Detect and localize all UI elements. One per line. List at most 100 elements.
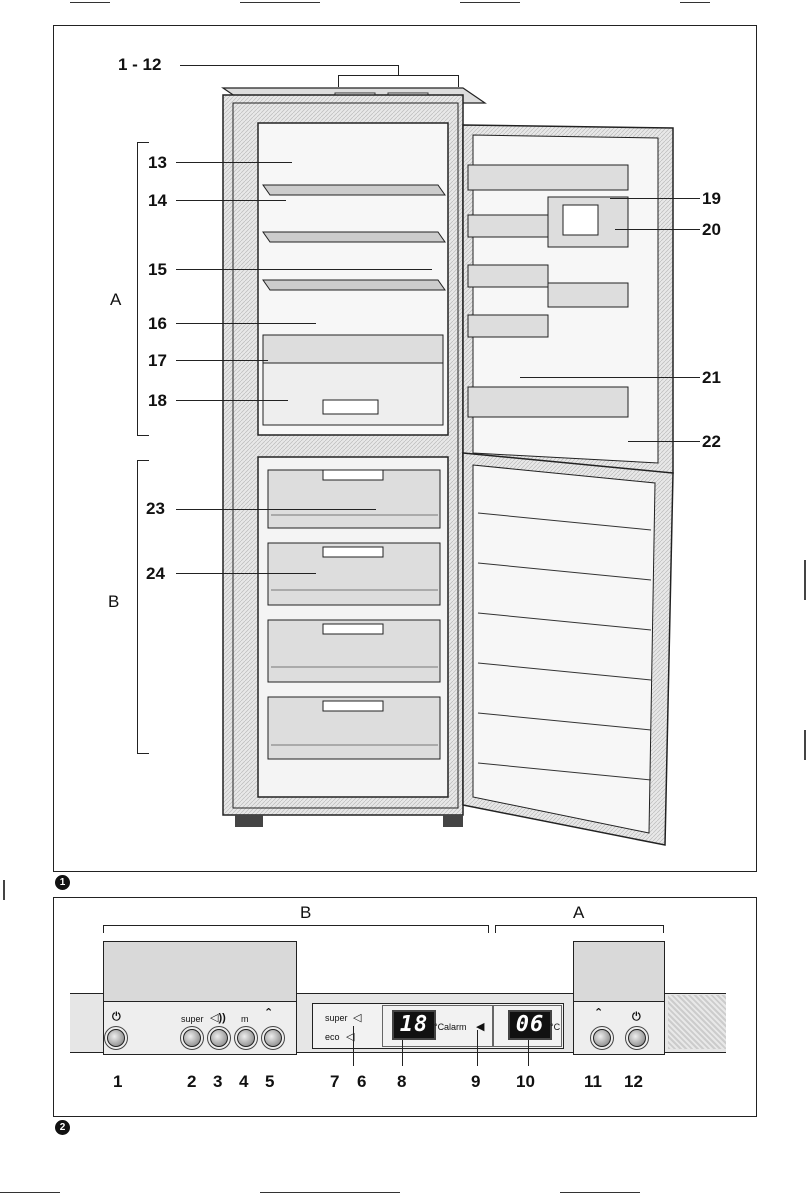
power-icon: ⏻	[112, 1011, 121, 1024]
scan-artifact-line	[240, 2, 320, 3]
bracket-b-panel	[103, 925, 488, 926]
bracket-b	[137, 460, 138, 753]
scan-artifact-line	[460, 2, 520, 3]
fridge-temperature-display: 06	[508, 1010, 552, 1040]
bracket-tick	[663, 925, 664, 933]
panel-number-3: 3	[213, 1073, 222, 1090]
right-button-block	[573, 1001, 665, 1055]
leader-line	[176, 573, 316, 574]
leader-line	[176, 323, 316, 324]
super-button-label: super	[181, 1014, 204, 1024]
right-label-flap	[573, 941, 665, 1003]
panel-number-12: 12	[624, 1073, 643, 1090]
panel-group-a-label: A	[573, 903, 584, 923]
leader-line	[176, 400, 288, 401]
callout-18: 18	[148, 392, 167, 409]
callout-20: 20	[702, 221, 721, 238]
freezer-temperature-button[interactable]	[264, 1029, 282, 1047]
fridge-illustration	[53, 25, 755, 870]
leader-line	[528, 1040, 529, 1066]
callout-22: 22	[702, 433, 721, 450]
up-down-icon: ⌃	[264, 1006, 273, 1019]
panel-number-11: 11	[584, 1073, 602, 1090]
left-label-flap	[103, 941, 297, 1003]
fridge-temperature-button[interactable]	[593, 1029, 611, 1047]
display-super-label: super	[325, 1013, 348, 1023]
scan-artifact-line	[0, 1192, 60, 1193]
panel-number-2: 2	[187, 1073, 196, 1090]
leader-line	[615, 229, 700, 230]
alarm-label: alarm	[444, 1022, 467, 1032]
mode-button[interactable]	[237, 1029, 255, 1047]
bracket-a	[137, 142, 138, 435]
bracket-tick	[103, 925, 104, 933]
group-b-label: B	[108, 592, 119, 612]
alarm-off-icon: ◁))	[210, 1011, 226, 1024]
freezer-temperature-display: 18	[392, 1010, 436, 1040]
leader-line	[477, 1030, 478, 1066]
callout-16: 16	[148, 315, 167, 332]
leader-line	[338, 75, 339, 87]
callout-23: 23	[146, 500, 165, 517]
panel-group-b-label: B	[300, 903, 311, 923]
panel-number-4: 4	[239, 1073, 248, 1090]
scan-artifact-line	[560, 1192, 640, 1193]
leader-line	[458, 75, 459, 87]
power-icon: ⏻	[632, 1011, 641, 1024]
super-indicator-icon: ◁	[353, 1011, 361, 1024]
figure-1-number: 1	[55, 875, 70, 890]
scan-artifact-line	[260, 1192, 400, 1193]
leader-line	[520, 377, 700, 378]
super-freeze-button[interactable]	[183, 1029, 201, 1047]
fridge-unit-label: °C	[550, 1022, 560, 1032]
scan-artifact-line	[70, 2, 110, 3]
bracket-a-panel	[495, 925, 663, 926]
bracket-a-tick	[137, 142, 149, 143]
panel-number-10: 10	[516, 1073, 535, 1090]
alarm-off-button[interactable]	[210, 1029, 228, 1047]
freezer-unit-label: °C	[434, 1022, 444, 1032]
group-a-label: A	[110, 290, 121, 310]
callout-15: 15	[148, 261, 167, 278]
panel-number-9: 9	[471, 1073, 480, 1090]
leader-line	[398, 65, 399, 75]
scan-edge	[3, 880, 5, 900]
figure-2-number: 2	[55, 1120, 70, 1135]
leader-line	[402, 1040, 403, 1066]
leader-line	[176, 360, 268, 361]
bracket-b-tick	[137, 753, 149, 754]
bracket-a-tick	[137, 435, 149, 436]
leader-line	[176, 200, 286, 201]
bracket-b-tick	[137, 460, 149, 461]
callout-17: 17	[148, 352, 167, 369]
scan-edge	[804, 560, 806, 600]
leader-line	[353, 1026, 354, 1066]
callout-13: 13	[148, 154, 167, 171]
up-down-icon: ⌃	[594, 1006, 603, 1019]
panel-number-5: 5	[265, 1073, 274, 1090]
callout-19: 19	[702, 190, 721, 207]
callout-14: 14	[148, 192, 167, 209]
callout-1-12: 1 - 12	[118, 56, 161, 73]
m-button-label: m	[241, 1014, 249, 1024]
leader-line	[176, 509, 376, 510]
scan-edge	[804, 730, 806, 760]
callout-24: 24	[146, 565, 165, 582]
panel-number-1: 1	[113, 1073, 122, 1090]
panel-number-7: 7	[330, 1073, 339, 1090]
control-panel-right-texture	[668, 995, 726, 1049]
leader-line	[176, 162, 292, 163]
bracket-tick	[488, 925, 489, 933]
fridge-on-off-button[interactable]	[628, 1029, 646, 1047]
callout-21: 21	[702, 369, 721, 386]
scan-artifact-line	[680, 2, 710, 3]
leader-line	[610, 198, 700, 199]
bracket-tick	[495, 925, 496, 933]
leader-line	[338, 75, 458, 76]
freezer-on-off-button[interactable]	[107, 1029, 125, 1047]
leader-line	[180, 65, 398, 66]
panel-number-6: 6	[357, 1073, 366, 1090]
panel-number-8: 8	[397, 1073, 406, 1090]
leader-line	[628, 441, 700, 442]
leader-line	[176, 269, 432, 270]
